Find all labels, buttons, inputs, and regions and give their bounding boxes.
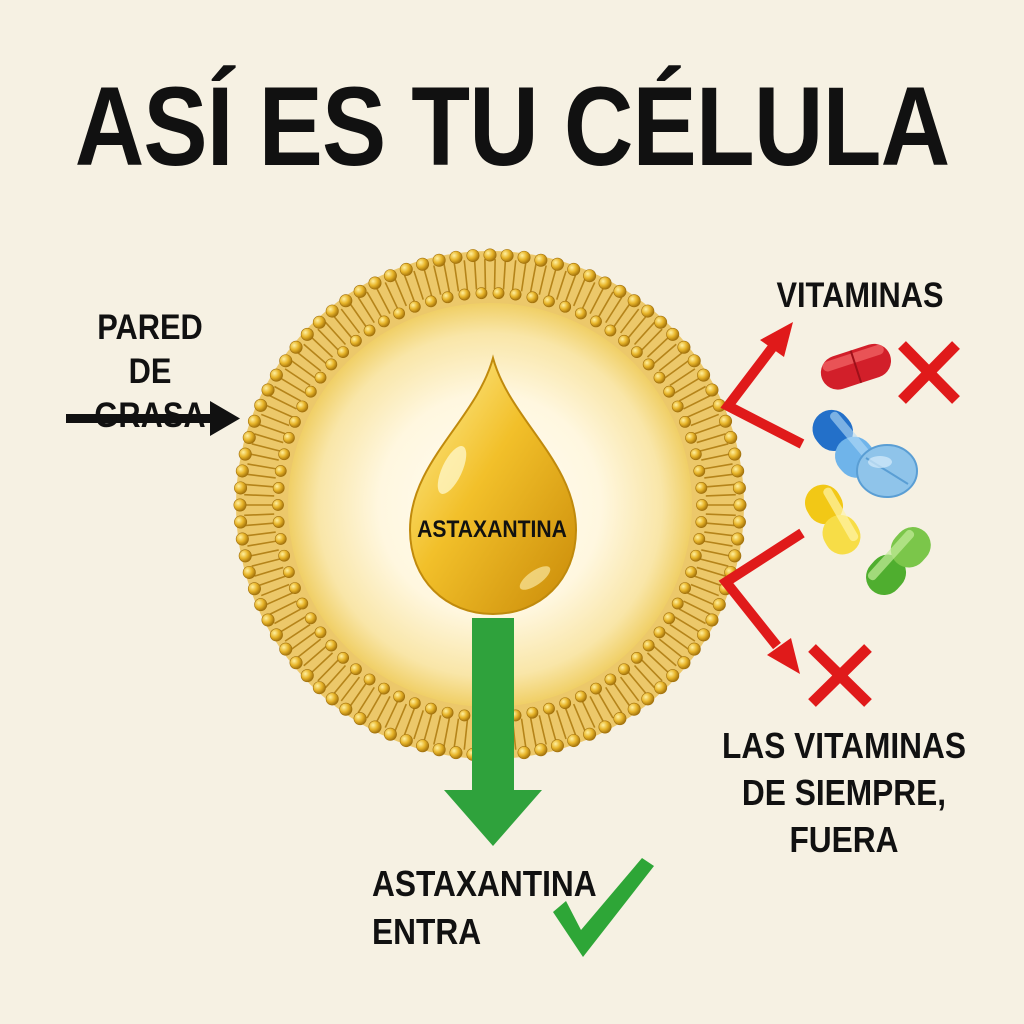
red-bounce-arrow-icon [718, 528, 805, 674]
astaxanthin-enters-line1: ASTAXANTINA [372, 863, 597, 904]
membrane-label: PARED DE GRASA [71, 306, 229, 438]
membrane-label-line2: DE GRASA [94, 352, 206, 435]
check-icon [553, 858, 654, 957]
green-arrow-down-icon [444, 618, 542, 846]
arrow-right-icon [66, 401, 240, 436]
membrane-label-line1: PARED [97, 308, 203, 347]
vitamins-out-line1: LAS VITAMINAS [721, 725, 967, 766]
cross-icon [898, 341, 960, 404]
pill-icon [856, 444, 918, 498]
membrane-tails [244, 259, 736, 751]
vitamins-label: VITAMINAS [776, 276, 944, 315]
oil-drop-icon [408, 354, 578, 616]
astaxanthin-enters-label: ASTAXANTINA ENTRA [372, 860, 597, 956]
red-bounce-arrow-icon [720, 322, 805, 449]
pill-icon [812, 409, 876, 478]
cross-icon [808, 644, 872, 707]
drop-label: ASTAXANTINA [417, 516, 567, 543]
page-title: ASÍ ES TU CÉLULA [74, 64, 950, 189]
vitamins-out-label: LAS VITAMINAS DE SIEMPRE, FUERA [703, 722, 985, 863]
pill-icon [805, 484, 861, 555]
vitamins-out-line2: DE SIEMPRE, FUERA [741, 772, 947, 860]
astaxanthin-enters-line2: ENTRA [372, 911, 482, 952]
pill-icon [820, 343, 892, 390]
pill-icon [866, 527, 931, 596]
